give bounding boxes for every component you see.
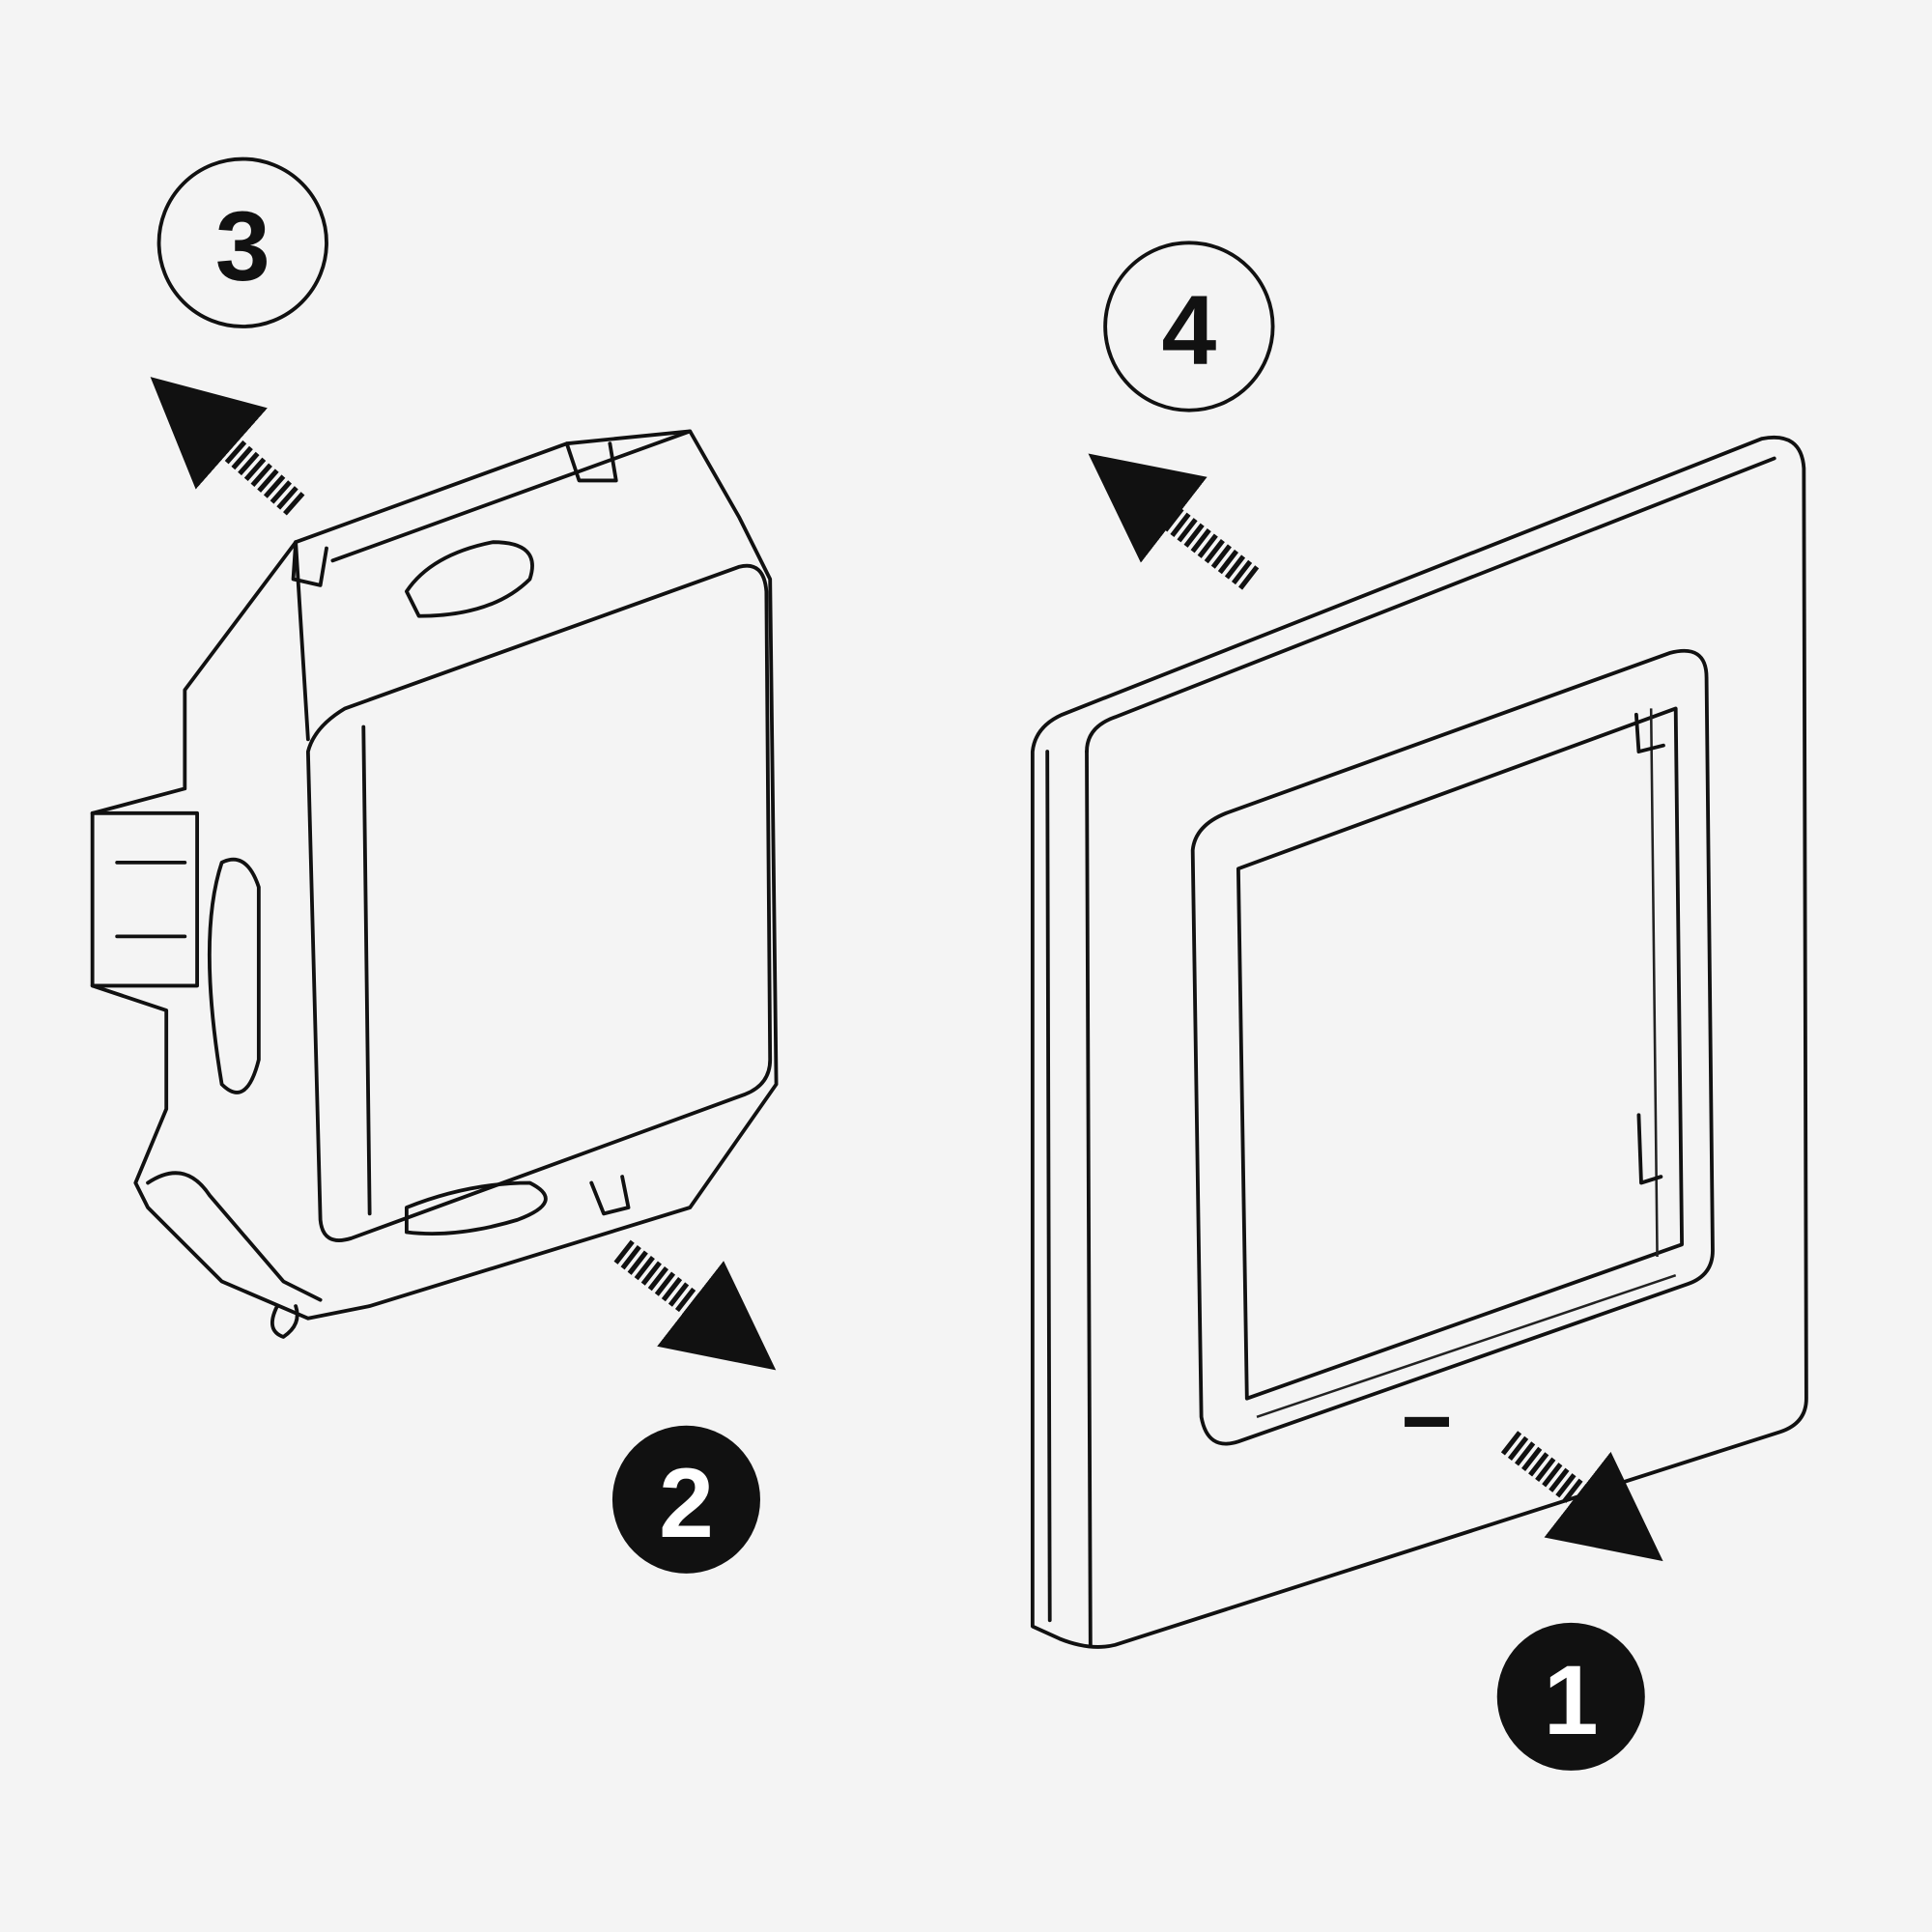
step-marker-2: 2: [611, 1425, 760, 1574]
step-label: 4: [1161, 275, 1216, 385]
switch-mechanism: [90, 429, 779, 1339]
step-label: 3: [215, 191, 270, 301]
cover-frame: [1030, 436, 1808, 1649]
arrow-step-3: [150, 377, 305, 516]
step-label: 1: [1544, 1645, 1599, 1755]
arrow-step-1: [1500, 1431, 1663, 1562]
arrow-step-2: [613, 1239, 777, 1371]
step-marker-3: 3: [156, 156, 328, 328]
arrow-step-4: [1088, 453, 1260, 590]
step-label: 2: [659, 1448, 714, 1558]
step-marker-1: 1: [1496, 1622, 1645, 1771]
arrows: [150, 377, 1663, 1562]
step-marker-4: 4: [1103, 241, 1275, 412]
frame-latch-slot: [1405, 1416, 1449, 1428]
